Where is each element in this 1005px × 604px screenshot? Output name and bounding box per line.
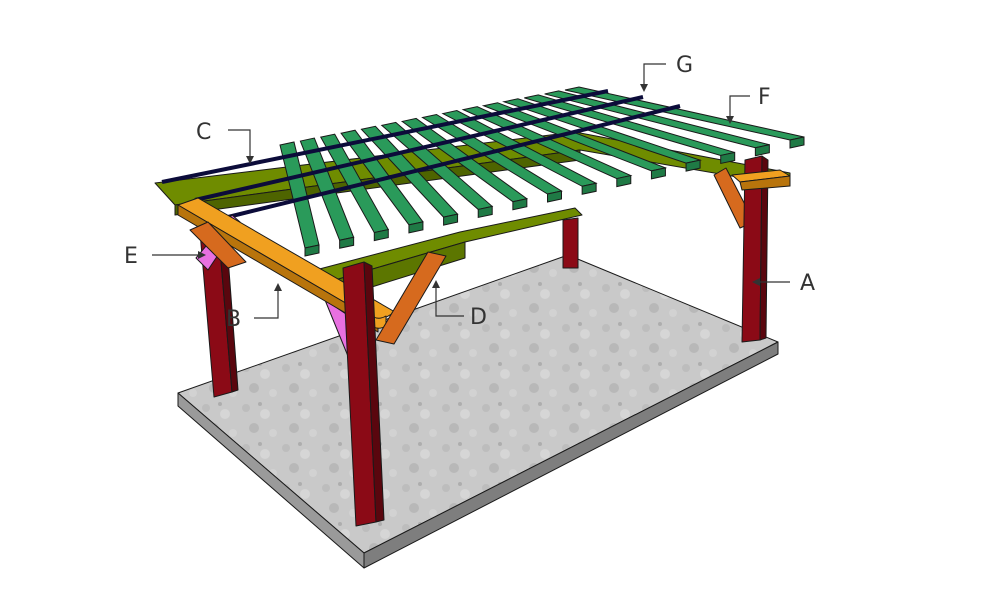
callout-g-label: G <box>676 53 693 78</box>
purlin-1 <box>161 89 609 184</box>
rafter-end <box>443 213 459 226</box>
back-post-right <box>562 217 579 269</box>
rafter-end <box>720 151 736 165</box>
brace-front <box>375 251 447 345</box>
rafter-end <box>685 159 701 172</box>
callout-b: B <box>226 283 282 332</box>
concrete-slab <box>177 254 779 569</box>
rafters <box>279 86 805 257</box>
rafter-end <box>477 205 493 219</box>
callout-e: E <box>124 244 206 269</box>
callout-e-label: E <box>124 244 138 269</box>
callout-f-label: F <box>758 85 771 110</box>
callout-g: G <box>640 53 693 92</box>
purlins <box>161 89 681 219</box>
rafter-end <box>512 198 528 211</box>
callout-b-label: B <box>226 307 241 332</box>
callout-c: C <box>196 120 254 164</box>
front-post-right <box>741 155 769 343</box>
rafter-end <box>304 244 320 257</box>
callout-a: A <box>752 271 815 296</box>
rafter-end <box>547 190 562 203</box>
purlin-3 <box>227 104 681 219</box>
front-post-center <box>342 261 385 527</box>
rafter-end <box>789 136 805 149</box>
callout-c-label: C <box>196 120 211 145</box>
callout-f: F <box>726 85 771 124</box>
rafter-end <box>754 144 770 157</box>
rafter-end <box>650 167 666 180</box>
side-girder-right <box>731 169 791 191</box>
callout-d: D <box>432 280 487 330</box>
rafter-end <box>373 228 389 242</box>
brace-left <box>189 221 247 269</box>
purlin-2 <box>194 95 644 202</box>
rafter-end <box>408 221 424 234</box>
slab-right-edge <box>363 341 779 569</box>
callout-d-label: D <box>470 305 487 330</box>
rafter-end <box>581 182 597 195</box>
callout-a-label: A <box>800 271 815 296</box>
rafter-end <box>339 236 355 249</box>
rafter-end <box>616 174 632 188</box>
